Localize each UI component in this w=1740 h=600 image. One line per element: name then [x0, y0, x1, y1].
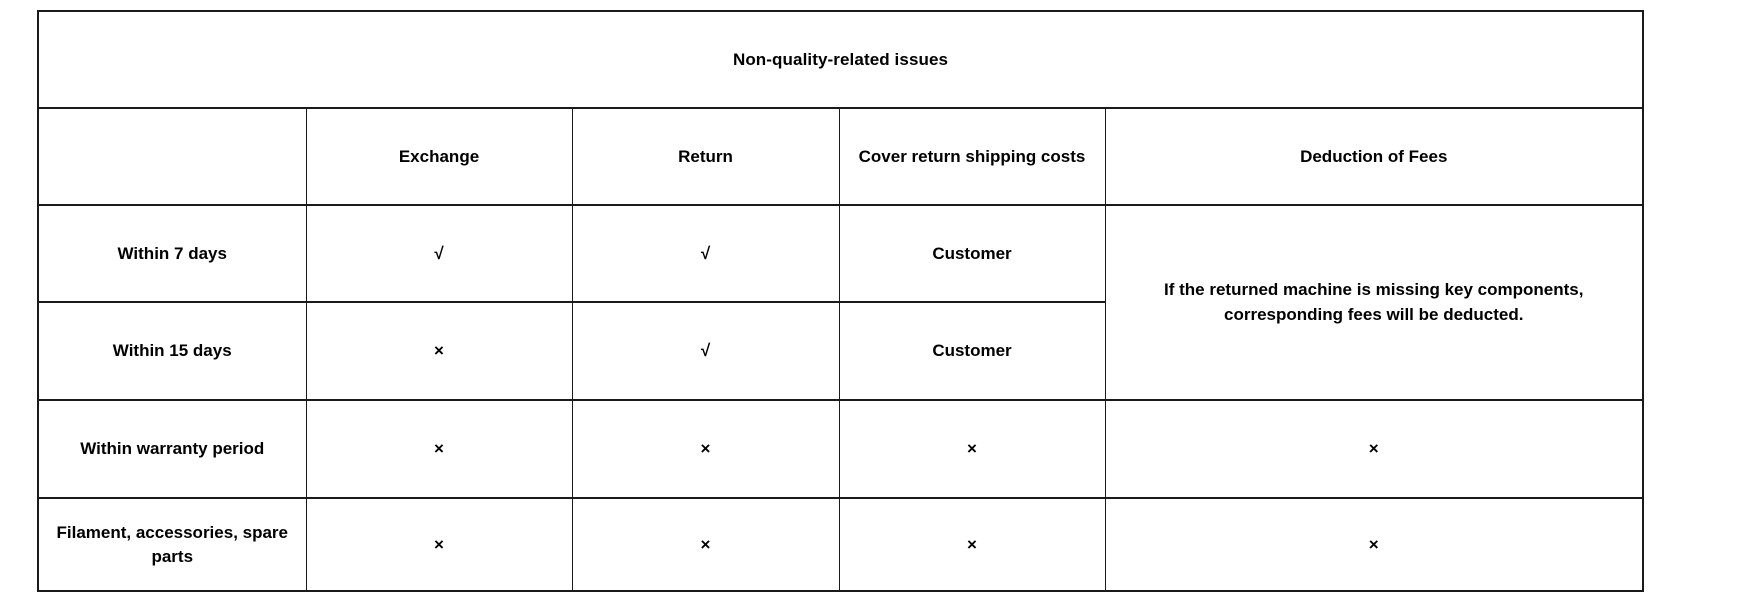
- row-label-text: Within warranty period: [80, 439, 265, 459]
- table-row: Within 7 days √ √ Customer If the return…: [37, 204, 1644, 401]
- row-label-filament-accessories-spare-parts: Filament, accessories, spare parts: [37, 497, 307, 592]
- row-label-within-warranty-period: Within warranty period: [37, 399, 307, 499]
- cell-exchange-filament: ×: [305, 497, 573, 592]
- cell-return-within-7-days: √: [571, 204, 840, 303]
- column-header-return: Return: [571, 107, 840, 206]
- row-label-within-15-days: Within 15 days: [37, 301, 307, 401]
- column-header-blank: [37, 107, 307, 206]
- cell-exchange-warranty: ×: [305, 399, 573, 499]
- cell-shipping-within-7-days: Customer: [838, 204, 1106, 303]
- column-header-deduction-of-fees: Deduction of Fees: [1104, 107, 1644, 206]
- table-row: Within warranty period × × × ×: [37, 399, 1644, 499]
- cell-deduction-warranty: ×: [1104, 399, 1644, 499]
- cell-deduction-filament: ×: [1104, 497, 1644, 592]
- row-label-text: Within 15 days: [112, 341, 232, 361]
- column-header-cover-return-shipping-costs: Cover return shipping costs: [838, 107, 1106, 206]
- cell-deduction-merged-note: If the returned machine is missing key c…: [1104, 204, 1644, 401]
- return-policy-table: Non-quality-related issues Exchange Retu…: [37, 10, 1645, 592]
- table-header-row: Exchange Return Cover return shipping co…: [37, 107, 1644, 206]
- cell-shipping-warranty: ×: [838, 399, 1106, 499]
- cell-shipping-filament: ×: [838, 497, 1106, 592]
- row-label-within-7-days: Within 7 days: [37, 204, 307, 303]
- cell-exchange-within-15-days: ×: [305, 301, 573, 401]
- cell-return-filament: ×: [571, 497, 840, 592]
- cell-shipping-within-15-days: Customer: [838, 301, 1106, 401]
- table-row: Within 15 days × √ Customer: [37, 301, 1643, 401]
- deduction-note-text: If the returned machine is missing key c…: [1164, 279, 1584, 324]
- cell-exchange-within-7-days: √: [305, 204, 573, 303]
- row-label-text: Within 7 days: [117, 243, 227, 263]
- row-label-text: Filament, accessories, spare parts: [56, 522, 289, 566]
- cell-return-within-15-days: √: [571, 301, 840, 401]
- column-header-exchange: Exchange: [305, 107, 573, 206]
- table-row: Filament, accessories, spare parts × × ×…: [37, 497, 1644, 592]
- table-title-row: Non-quality-related issues: [37, 10, 1644, 109]
- cell-return-warranty: ×: [571, 399, 840, 499]
- table-title: Non-quality-related issues: [37, 10, 1644, 109]
